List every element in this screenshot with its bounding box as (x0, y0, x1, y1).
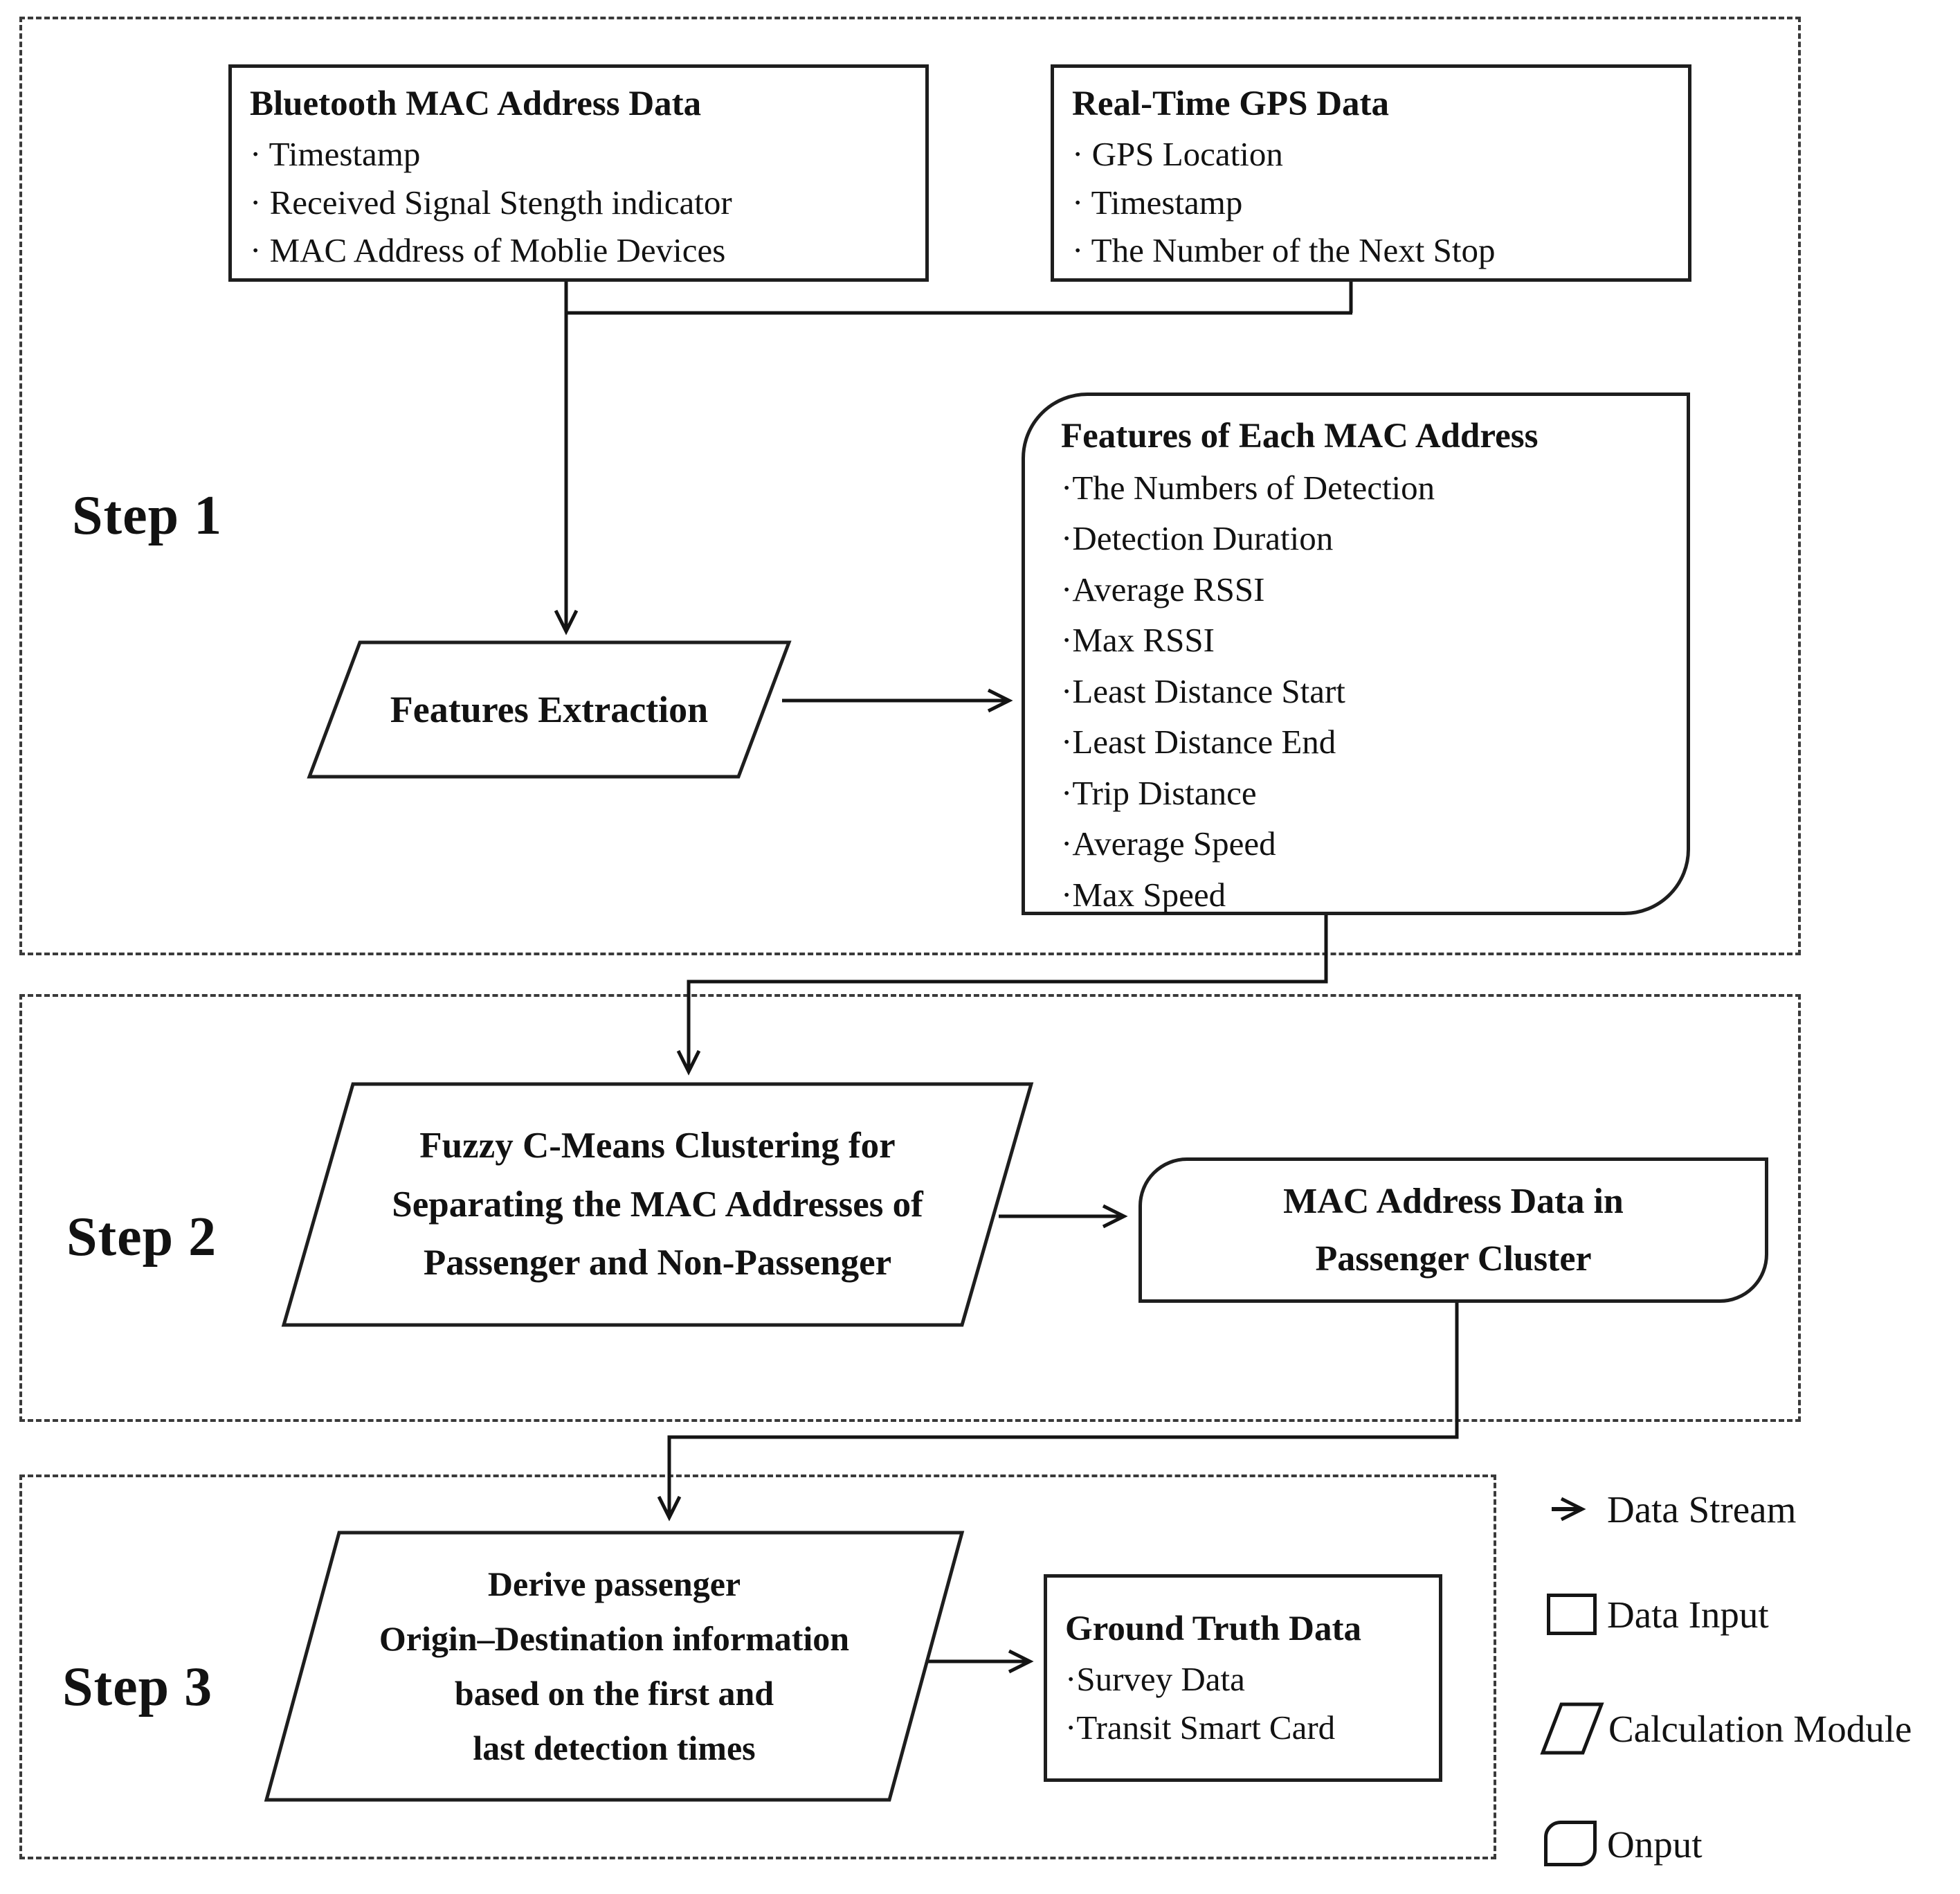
bluetooth-data-box: Bluetooth MAC Address Data · Timestamp ·… (228, 64, 929, 282)
list-item: ·Transit Smart Card (1065, 1708, 1336, 1747)
legend-data-stream-label: Data Stream (1607, 1488, 1797, 1531)
passenger-cluster-text: MAC Address Data in Passenger Cluster (1283, 1173, 1624, 1288)
clustering-line: Fuzzy C-Means Clustering for (419, 1125, 896, 1166)
features-extraction-module: Features Extraction (309, 642, 789, 777)
features-output-title: Features of Each MAC Address (1061, 417, 1539, 456)
gps-data-title: Real-Time GPS Data (1072, 84, 1390, 123)
list-item: ·Survey Data (1065, 1660, 1245, 1699)
derive-line: based on the first and (454, 1674, 774, 1713)
list-item: · Timestamp (250, 134, 421, 173)
bluetooth-data-title: Bluetooth MAC Address Data (250, 84, 702, 123)
list-item: · Timestamp (1072, 183, 1243, 222)
legend-data-input-label: Data Input (1607, 1594, 1769, 1636)
clustering-line: Passenger and Non-Passenger (423, 1243, 892, 1283)
ground-truth-box: Ground Truth Data ·Survey Data ·Transit … (1044, 1574, 1442, 1782)
list-item: ·Average RSSI (1061, 570, 1265, 608)
step3-label: Step 3 (62, 1657, 213, 1717)
gps-data-box: Real-Time GPS Data · GPS Location · Time… (1051, 64, 1691, 282)
list-item: · MAC Address of Moblie Devices (250, 231, 726, 270)
features-extraction-shape (307, 640, 792, 779)
list-item: ·Trip Distance (1061, 773, 1257, 812)
features-output-shape: Features of Each MAC Address ·The Number… (1022, 393, 1690, 915)
calculation-module-icon (1540, 1702, 1604, 1755)
list-item: ·The Numbers of Detection (1061, 468, 1435, 507)
legend-onput-label: Onput (1607, 1823, 1703, 1866)
derive-od-module: Derive passenger Origin–Destination info… (266, 1533, 962, 1800)
step2-frame (19, 994, 1801, 1422)
arrow-features-to-clustering (676, 915, 1328, 1076)
list-item: ·Max Speed (1061, 875, 1226, 914)
features-extraction-label: Features Extraction (390, 689, 709, 730)
list-item: · Received Signal Stength indicator (250, 183, 732, 222)
clustering-shape (281, 1082, 1034, 1327)
derive-line: Origin–Destination information (379, 1619, 850, 1658)
onput-icon (1544, 1821, 1597, 1866)
clustering-line: Separating the MAC Addresses of (392, 1184, 923, 1225)
step1-frame (19, 17, 1801, 955)
step2-label: Step 2 (66, 1207, 217, 1268)
list-item: ·Least Distance End (1061, 723, 1336, 761)
list-item: · The Number of the Next Stop (1072, 231, 1496, 270)
arrow-cluster-data-to-derive (657, 1303, 1459, 1522)
step1-label: Step 1 (72, 485, 223, 546)
clustering-module: Fuzzy C-Means Clustering for Separating … (284, 1084, 1031, 1325)
passenger-cluster-line: MAC Address Data in (1283, 1181, 1624, 1221)
step3-frame (19, 1474, 1496, 1859)
passenger-cluster-line: Passenger Cluster (1315, 1239, 1592, 1279)
list-item: · GPS Location (1072, 134, 1283, 173)
list-item: ·Average Speed (1061, 824, 1276, 863)
list-item: ·Detection Duration (1061, 519, 1334, 558)
passenger-cluster-shape: MAC Address Data in Passenger Cluster (1138, 1157, 1768, 1303)
derive-line: Derive passenger (487, 1564, 741, 1603)
data-input-icon (1547, 1594, 1597, 1635)
ground-truth-title: Ground Truth Data (1065, 1609, 1361, 1649)
list-item: ·Max RSSI (1061, 621, 1215, 660)
legend-calculation-module-label: Calculation Module (1608, 1708, 1912, 1750)
list-item: ·Least Distance Start (1061, 671, 1345, 710)
derive-line: last detection times (473, 1729, 756, 1767)
derive-shape (264, 1531, 965, 1802)
